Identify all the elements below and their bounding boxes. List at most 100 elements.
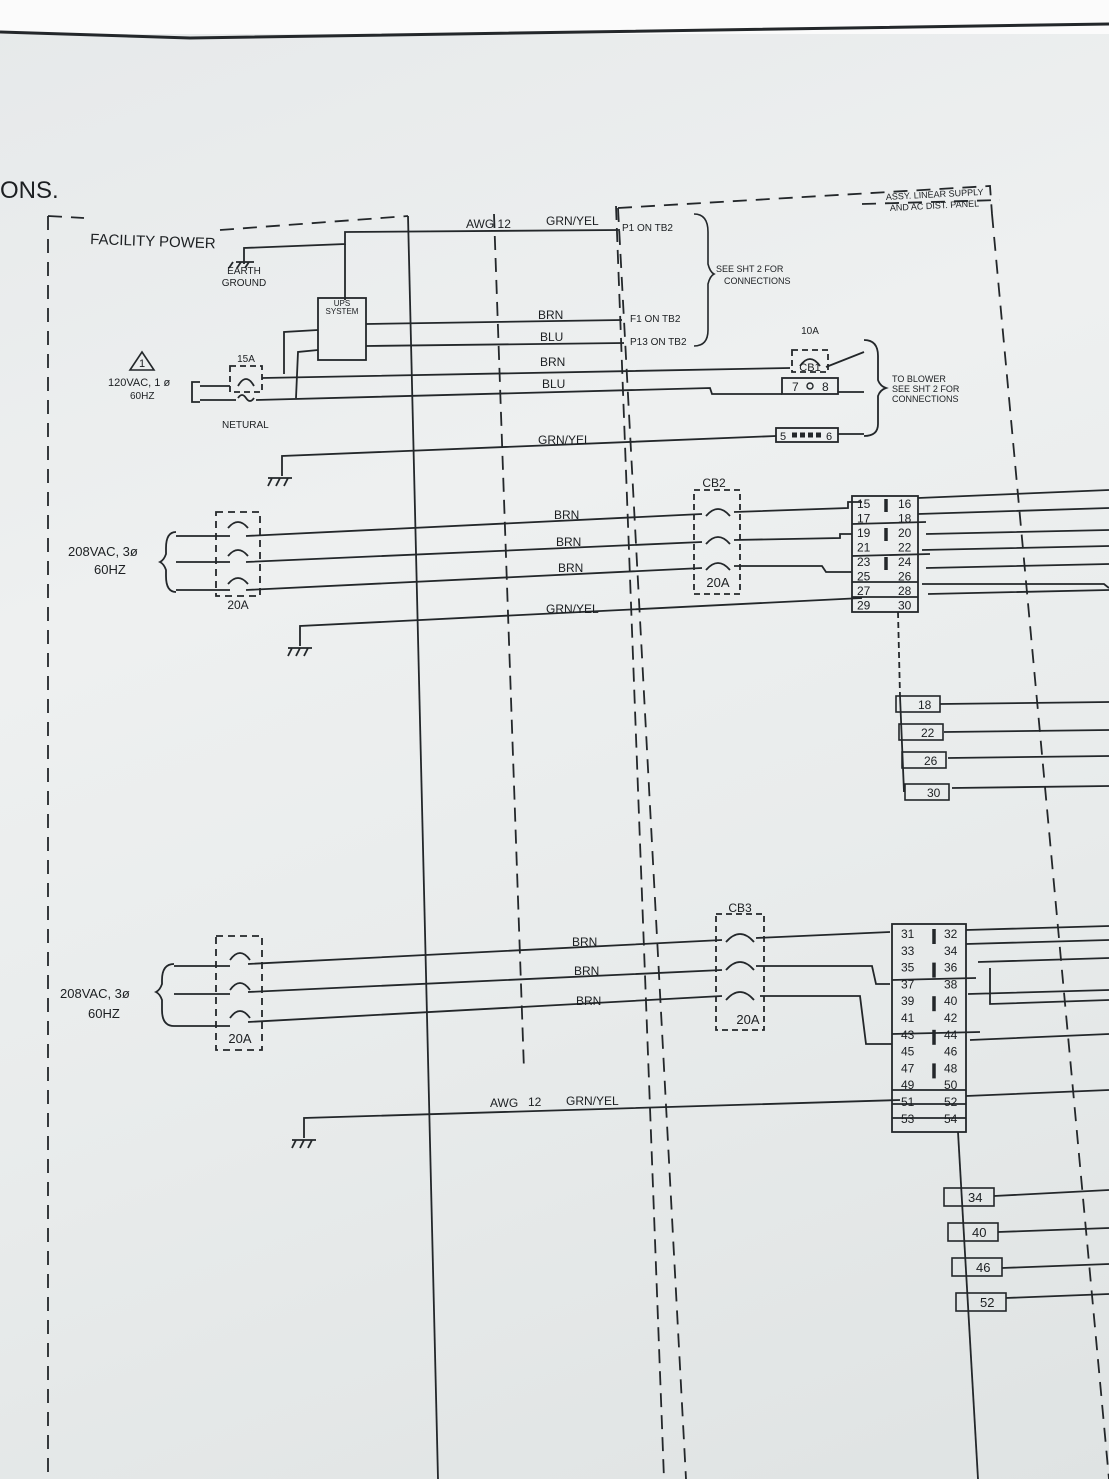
tap-box-26: [901, 751, 947, 769]
wire-top-grnyel: [243, 229, 621, 264]
vertical-rail-awg: [493, 213, 525, 1071]
terminal-32: 32: [944, 927, 958, 941]
vertical-rail-gnd: [407, 215, 439, 1479]
tb-a-drop-line: [897, 611, 901, 697]
tb2-see-label-2: CONNECTIONS: [724, 276, 791, 286]
terminal-34: 34: [944, 944, 958, 958]
ups-label-1: UPS: [334, 299, 350, 308]
terminal-7-8-link: [806, 382, 814, 390]
wire-cb2-3: [245, 565, 852, 591]
tb-a-output-wires: [917, 489, 1109, 595]
ups-label-2: SYSTEM: [326, 307, 359, 316]
cb1-rating: 10A: [801, 326, 819, 337]
wire-ups-in: [283, 329, 319, 399]
tap-40: 40: [972, 1225, 986, 1240]
terminal-6-label: 6: [826, 431, 832, 443]
cb3-label: CB3: [728, 901, 752, 915]
cb3-rating: 20A: [736, 1012, 759, 1027]
tap-box-30: [904, 783, 950, 801]
terminal-28: 28: [898, 584, 912, 598]
tb-a-tap-wires: [939, 701, 1109, 789]
tap-box-52: [955, 1292, 1007, 1312]
awg-bottom-label-a: AWG: [490, 1096, 518, 1110]
tap-22: 22: [921, 726, 935, 740]
tap-box-34: [943, 1187, 995, 1207]
cb2-label: CB2: [702, 476, 726, 490]
cb1-label: CB1: [799, 362, 820, 374]
warning-triangle-icon: [128, 350, 156, 371]
tb-a-dividers: [851, 521, 931, 598]
vertical-rail-left-panel: [615, 205, 665, 1479]
tap-box-22: [898, 723, 944, 741]
supply-208a-freq: 60HZ: [94, 562, 126, 577]
neutral-symbol: [237, 394, 255, 402]
terminal-29: 29: [857, 599, 871, 613]
awg-bottom-label-b: 12: [528, 1095, 542, 1109]
terminal-26: 26: [898, 570, 912, 584]
grn-yel-top-label: GRN/YEL: [546, 214, 599, 228]
breaker-208b-rating: 20A: [228, 1031, 251, 1046]
terminal-36: 36: [944, 961, 958, 975]
tb2-brace: [693, 213, 716, 347]
ground-symbol-3: [291, 1139, 316, 1149]
sheet-top-edge: [0, 0, 1109, 34]
terminal-19: 19: [857, 526, 871, 540]
ups-brn-label: BRN: [538, 308, 563, 322]
terminal-18: 18: [898, 512, 912, 526]
terminal-30: 30: [898, 599, 912, 613]
ups-box: [317, 297, 367, 361]
wire-cb3-3: [247, 995, 892, 1045]
wire-ground-3: [303, 1099, 901, 1138]
wire-cb3-1: [247, 931, 891, 965]
tap-box-18: [895, 695, 941, 713]
ground-symbol-2: [287, 647, 312, 657]
terminal-41: 41: [901, 1011, 915, 1025]
assy-label-2: AND AC DIST. PANEL: [890, 198, 980, 213]
wire-cb2-2: [245, 533, 852, 563]
p1-tb2-label: P1 ON TB2: [622, 223, 673, 234]
tap-26: 26: [924, 754, 938, 768]
terminal-15: 15: [857, 497, 871, 511]
wire-cb3-2: [247, 965, 890, 993]
cb1-grnyel-label: GRN/YEL: [538, 433, 591, 447]
supply-208b-freq: 60HZ: [88, 1006, 120, 1021]
awg-top-label: AWG 12: [466, 217, 511, 231]
f1-tb2-label: F1 ON TB2: [630, 314, 681, 325]
terminal-22: 22: [898, 541, 912, 555]
wire-ups-brn: [365, 319, 623, 325]
cb2-box: [693, 489, 741, 595]
terminal-24: 24: [898, 555, 912, 569]
breaker-208a-arcs: [227, 521, 249, 585]
blower-label-2: SEE SHT 2 FOR: [892, 384, 960, 394]
terminal-5-6: [775, 427, 839, 443]
earth-ground-symbol: [228, 261, 254, 269]
terminal-43: 43: [901, 1028, 915, 1042]
ups-blu-label: BLU: [540, 330, 563, 344]
brace-208b: [153, 963, 175, 1027]
terminal-35: 35: [901, 961, 915, 975]
fuse-15a-arc: [237, 378, 255, 387]
wire-ground-1: [281, 433, 864, 476]
cb3-brn-3: BRN: [576, 994, 601, 1008]
terminal-52: 52: [944, 1095, 958, 1109]
breaker-208a-box: [215, 511, 261, 597]
tap-52: 52: [980, 1295, 994, 1310]
wire-ups-blu: [365, 342, 625, 347]
ground-symbol-1: [267, 477, 292, 487]
terminal-39: 39: [901, 994, 915, 1008]
tb2-see-label-1: SEE SHT 2 FOR: [716, 264, 784, 274]
terminal-16: 16: [898, 497, 912, 511]
cb1-brn-label: BRN: [540, 355, 565, 369]
terminal-8-label: 8: [822, 380, 829, 394]
cb2-grnyel: GRN/YEL: [546, 602, 599, 616]
cb2-rating: 20A: [706, 575, 729, 590]
blower-label-3: CONNECTIONS: [892, 394, 959, 404]
supply-120-freq: 60HZ: [130, 391, 154, 402]
fuse-15a-box: [229, 365, 263, 393]
breaker-208b-box: [215, 935, 263, 1051]
tb-b-tap-wires: [993, 1189, 1109, 1299]
breaker-208a-rating: 20A: [227, 598, 248, 612]
